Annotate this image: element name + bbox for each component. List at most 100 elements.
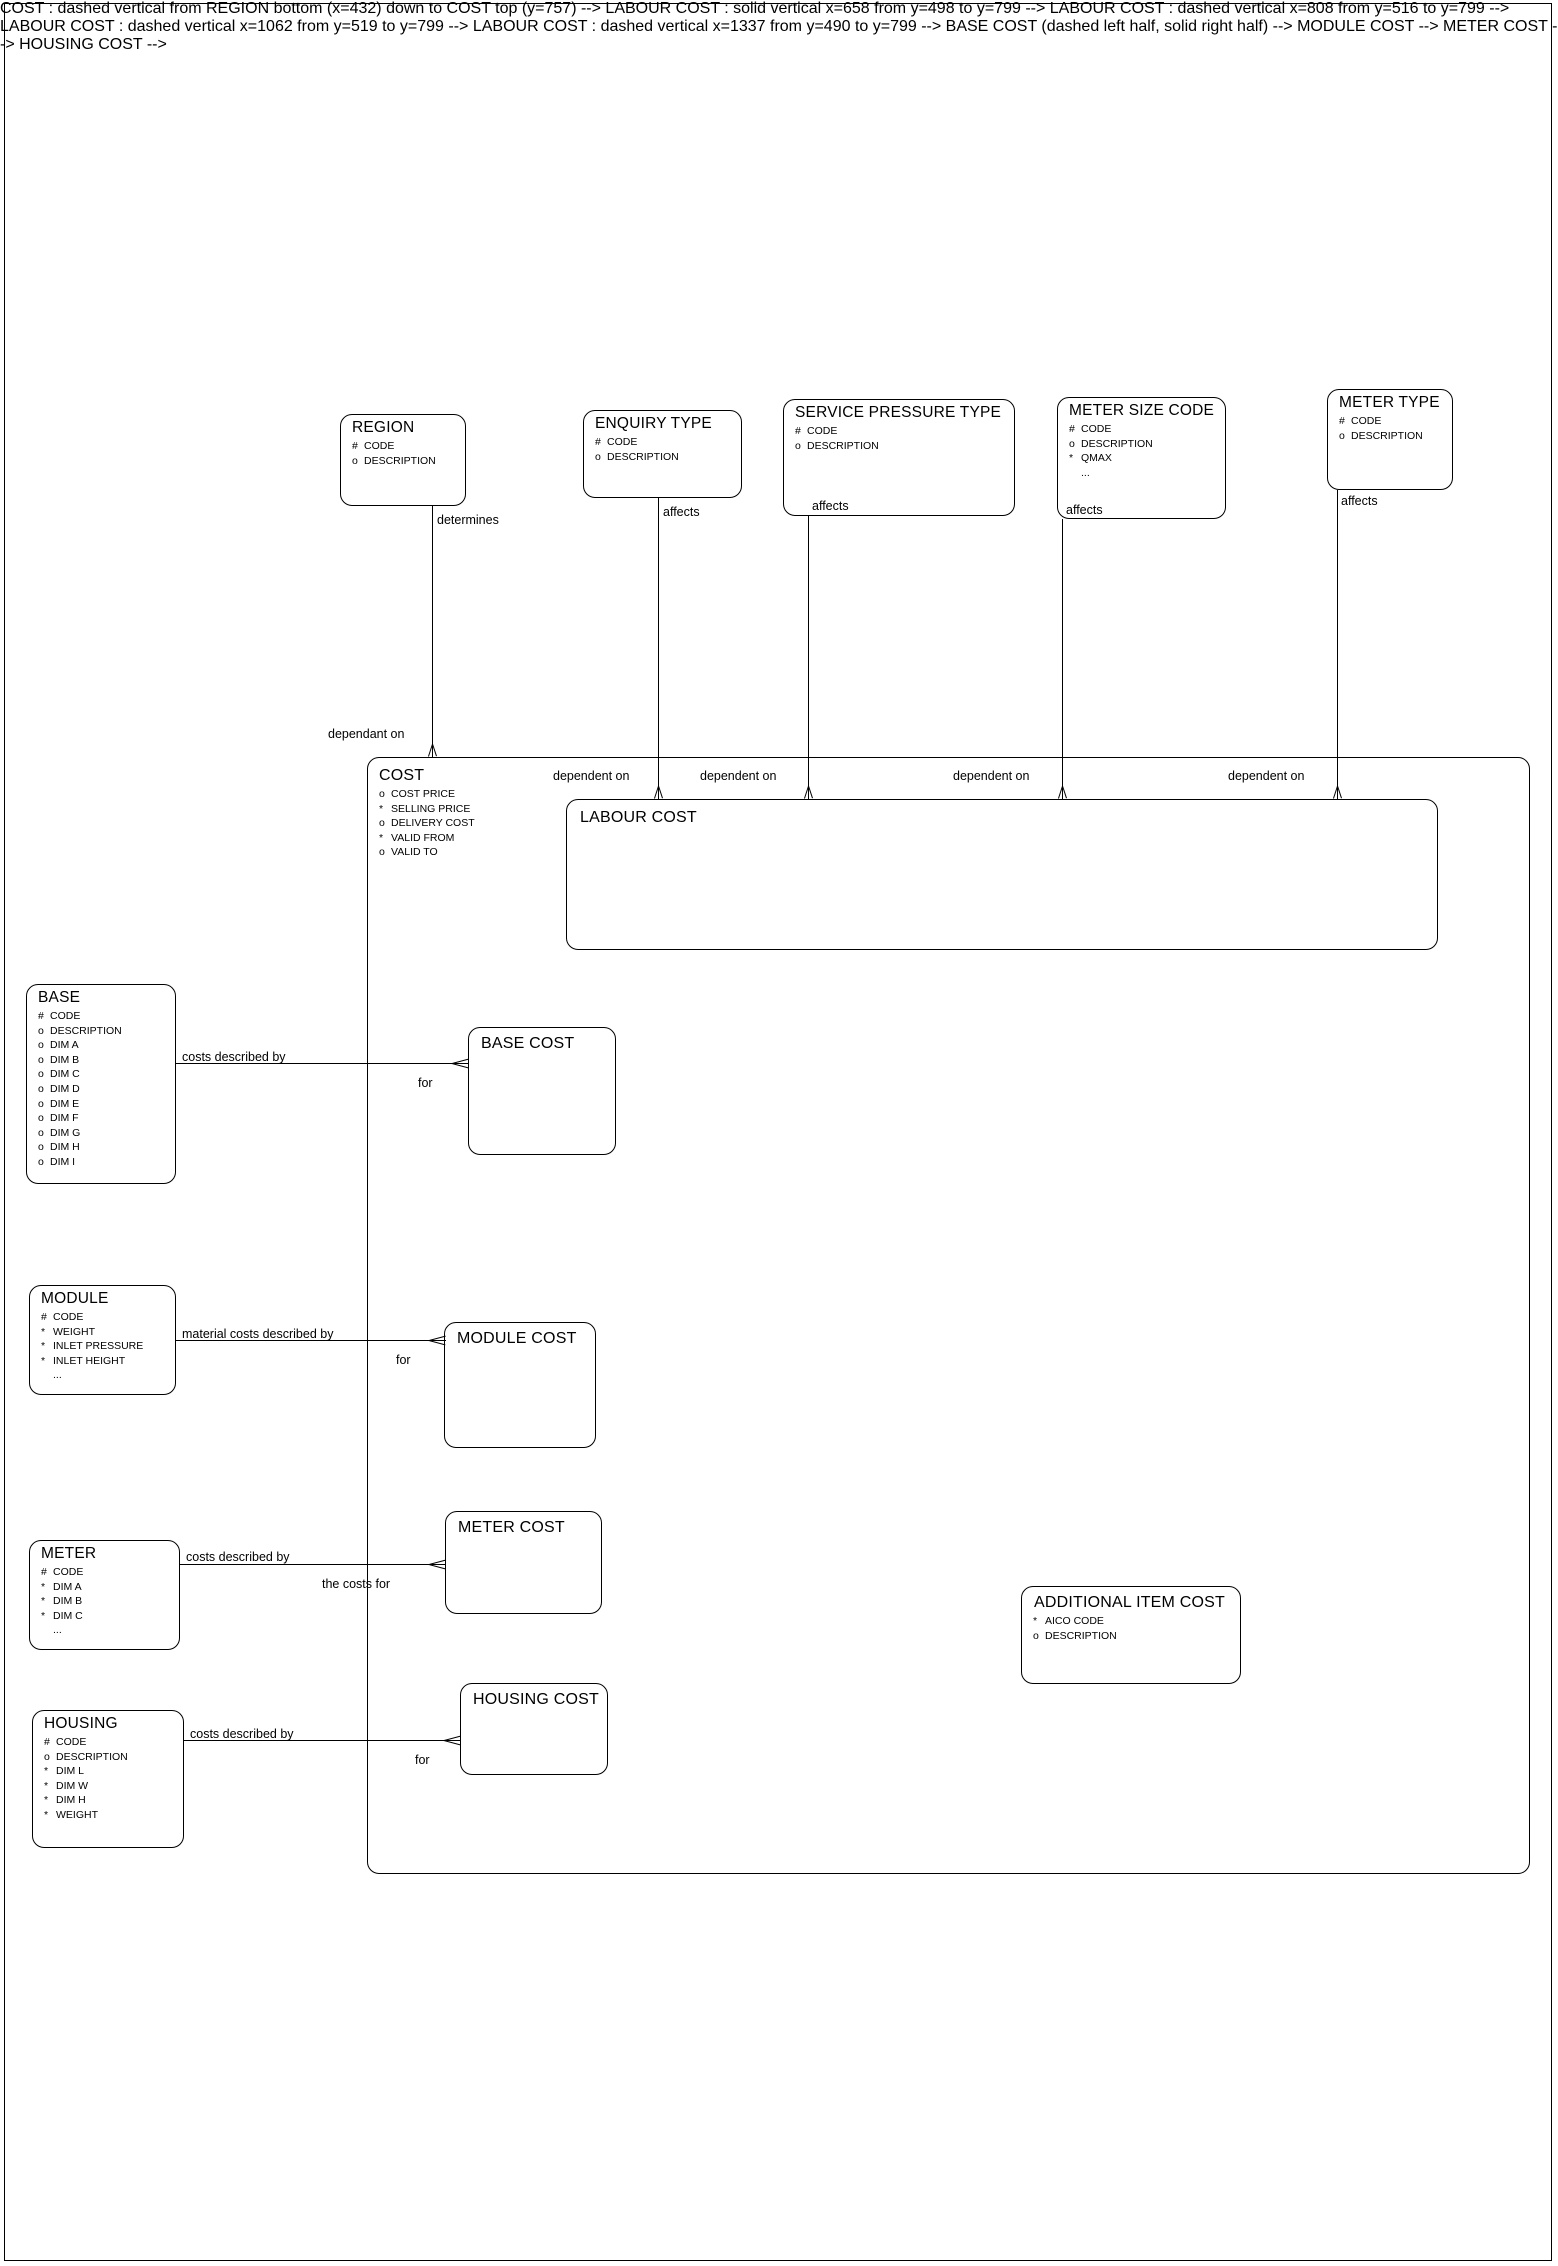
attribute-label: CODE [1351,415,1382,427]
relationship-line-meter-size-labour [1062,519,1063,799]
attribute-row: * DIM H [44,1793,128,1808]
entity-meter-cost[interactable]: METER COST [445,1511,602,1614]
attribute-row: #CODE [352,439,436,454]
attribute-label: QMAX [1081,452,1112,465]
attribute-marker: * [1033,1615,1038,1627]
relationship-label-module-material-costs-described-by: material costs described by [182,1327,334,1341]
attribute-marker: * [44,1794,49,1807]
attribute-row: * AICO CODE [1033,1614,1117,1629]
attribute-label: DIM F [50,1112,79,1125]
relationship-label-meter-type-affects: affects [1341,494,1378,508]
attribute-label: WEIGHT [53,1325,95,1338]
attribute-marker: * [379,831,384,844]
attribute-label: DIM H [56,1794,86,1807]
relationship-label-labour-dependent-on-4: dependent on [1228,769,1305,783]
attribute-label: DIM A [53,1580,82,1593]
attribute-marker: o [38,1141,44,1154]
attribute-marker: # [44,1736,50,1748]
attribute-row: *INLET PRESSURE [41,1339,143,1354]
attribute-marker: o [595,450,601,463]
relationship-label-service-pressure-affects: affects [812,499,849,513]
entity-name: HOUSING COST [473,1691,599,1708]
attribute-marker: o [38,1039,44,1052]
entity-module[interactable]: MODULE #CODE*WEIGHT*INLET PRESSURE*INLET… [29,1285,176,1395]
attribute-row: *DIM W [44,1779,128,1794]
relationship-line-housing-dashed [184,1740,371,1741]
relationship-label-meter-costs-described-by: costs described by [186,1550,290,1564]
attribute-marker: o [38,1053,44,1066]
attribute-row: *SELLING PRICE [379,802,475,817]
attribute-label: DIM C [53,1609,83,1622]
relationship-line-meter-dashed [180,1564,371,1565]
entity-name: COST [379,767,425,784]
attribute-marker: o [352,454,358,467]
attribute-label: CODE [56,1736,87,1748]
attribute-label: CODE [607,436,638,448]
attribute-label: DESCRIPTION [807,439,879,452]
attribute-marker: # [352,440,358,452]
entity-base-cost[interactable]: BASE COST [468,1027,616,1155]
attribute-row: * DIM A [41,1580,83,1595]
attribute-label: AICO CODE [1045,1615,1104,1627]
attribute-label: ... [53,1624,62,1637]
attribute-row: *DIM L [44,1764,128,1779]
attribute-marker: * [41,1340,46,1353]
attribute-list: #CODE*DIM A*DIM B*DIM C... [41,1565,83,1638]
attribute-row: *INLET HEIGHT [41,1354,143,1369]
relationship-line-module-solid [371,1340,445,1341]
crowsfoot-meter-type-labour [1329,785,1345,799]
attribute-marker: o [379,788,385,800]
crowsfoot-region-cost [424,743,440,757]
attribute-row: #CODE [795,424,879,439]
entity-name: ADDITIONAL ITEM COST [1034,1594,1225,1611]
relationship-line-base-solid [371,1063,468,1064]
entity-name: MODULE COST [457,1330,577,1347]
attribute-label: DIM G [50,1126,81,1139]
relationship-line-base-dashed [176,1063,371,1064]
entity-name: METER [41,1545,97,1562]
attribute-marker: o [38,1024,44,1037]
attribute-marker: # [595,436,601,448]
attribute-marker: o [1033,1629,1039,1642]
attribute-marker: o [38,1082,44,1095]
relationship-label-meter-the-costs-for: the costs for [322,1577,391,1591]
relationship-label-labour-dependent-on-1: dependent on [553,769,630,783]
attribute-label: CODE [807,425,838,437]
attribute-row: # CODE [595,435,679,450]
entity-module-cost[interactable]: MODULE COST [444,1322,596,1448]
attribute-label: DELIVERY COST [391,817,475,830]
attribute-row: *VALID FROM [379,831,475,846]
entity-labour-cost[interactable]: LABOUR COST [566,799,1438,950]
attribute-marker: * [379,802,384,815]
entity-meter[interactable]: METER #CODE*DIM A*DIM B*DIM C... [29,1540,180,1650]
attribute-label: DIM E [50,1097,80,1110]
attribute-label: CODE [50,1010,81,1022]
entity-housing-cost[interactable]: HOUSING COST [460,1683,608,1775]
attribute-marker: * [44,1779,49,1792]
attribute-label: ... [1081,466,1090,479]
attribute-marker: * [41,1580,46,1593]
attribute-row: ... [41,1368,143,1383]
